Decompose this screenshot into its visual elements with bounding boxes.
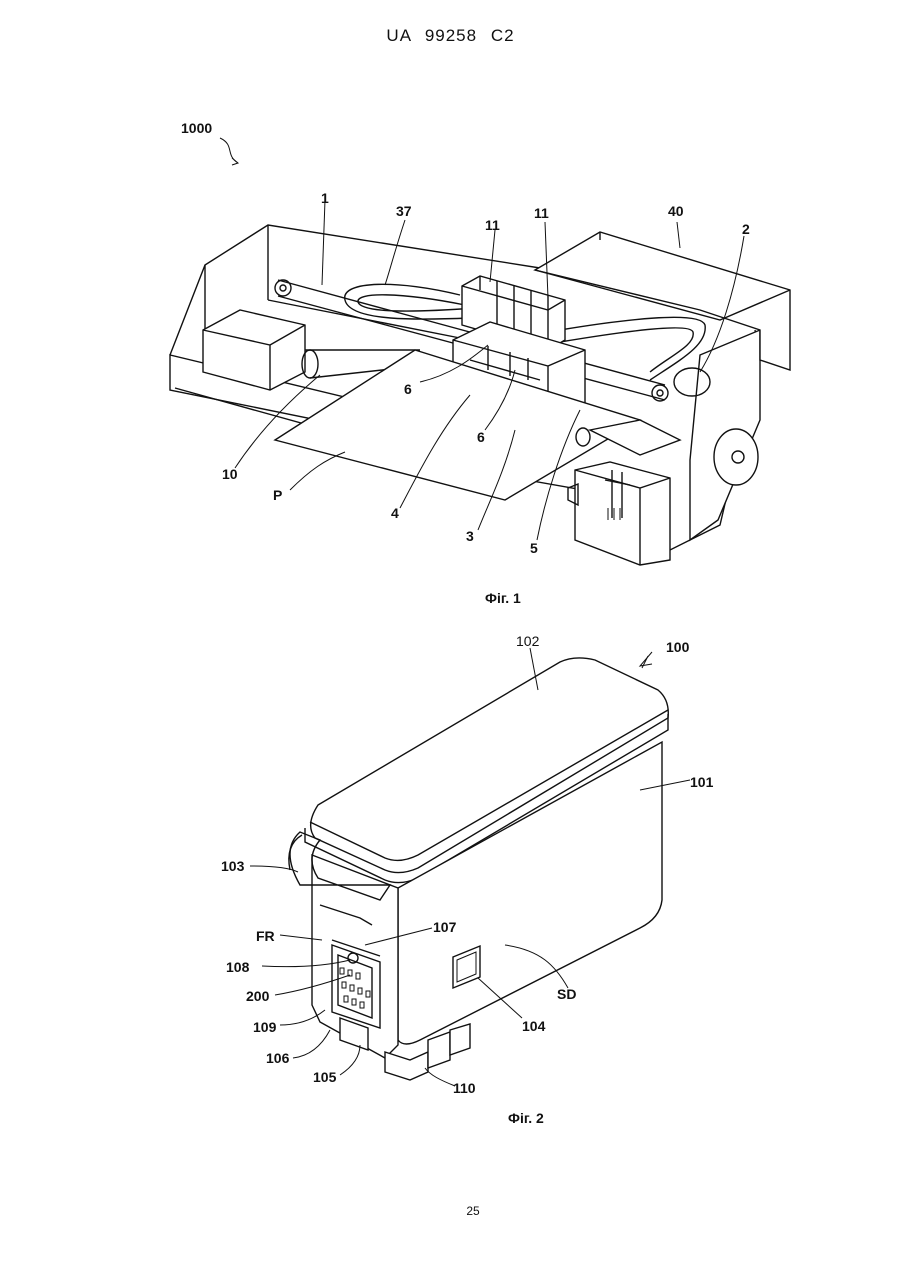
ref-label-106: 106 (266, 1050, 290, 1066)
page-number: 25 (0, 1204, 901, 1218)
ref-label-11-left: 11 (485, 217, 500, 233)
ref-label-110: 110 (453, 1080, 476, 1096)
ref-label-102: 102 (516, 633, 540, 649)
ref-label-200: 200 (246, 988, 270, 1004)
ref-label-2: 2 (742, 221, 750, 237)
figure-1-caption: Фіг. 1 (485, 590, 521, 606)
ref-label-100: 100 (666, 639, 690, 655)
ref-label-108: 108 (226, 959, 250, 975)
ref-label-P: P (273, 487, 282, 503)
ref-label-104: 104 (522, 1018, 546, 1034)
ref-label-1: 1 (321, 190, 329, 206)
ref-label-1000: 1000 (181, 120, 212, 136)
figure-1-printer-drawing: 1000 1 37 11 11 40 2 6 6 10 P 4 3 5 (0, 0, 901, 620)
ref-label-5: 5 (530, 540, 538, 556)
ref-label-11-right: 11 (534, 205, 549, 221)
ref-label-105: 105 (313, 1069, 337, 1085)
ref-label-3: 3 (466, 528, 474, 544)
ref-label-6-upper: 6 (404, 381, 412, 397)
ref-label-FR: FR (256, 928, 275, 944)
ref-label-109: 109 (253, 1019, 277, 1035)
ref-label-107: 107 (433, 919, 457, 935)
ref-label-4: 4 (391, 505, 399, 521)
ref-label-6-lower: 6 (477, 429, 485, 445)
ref-label-101: 101 (690, 774, 714, 790)
figure-2-cartridge-drawing: 100 102 101 103 107 FR 108 200 SD 104 10… (0, 620, 901, 1120)
ref-label-SD: SD (557, 986, 576, 1002)
ref-label-10: 10 (222, 466, 238, 482)
ref-label-37: 37 (396, 203, 412, 219)
ref-label-103: 103 (221, 858, 245, 874)
ink-outlets-110 (385, 1052, 428, 1080)
pulley-left (275, 280, 291, 296)
feed-knob (714, 429, 758, 485)
figure-2-caption: Фіг. 2 (508, 1110, 544, 1126)
ref-label-40: 40 (668, 203, 684, 219)
